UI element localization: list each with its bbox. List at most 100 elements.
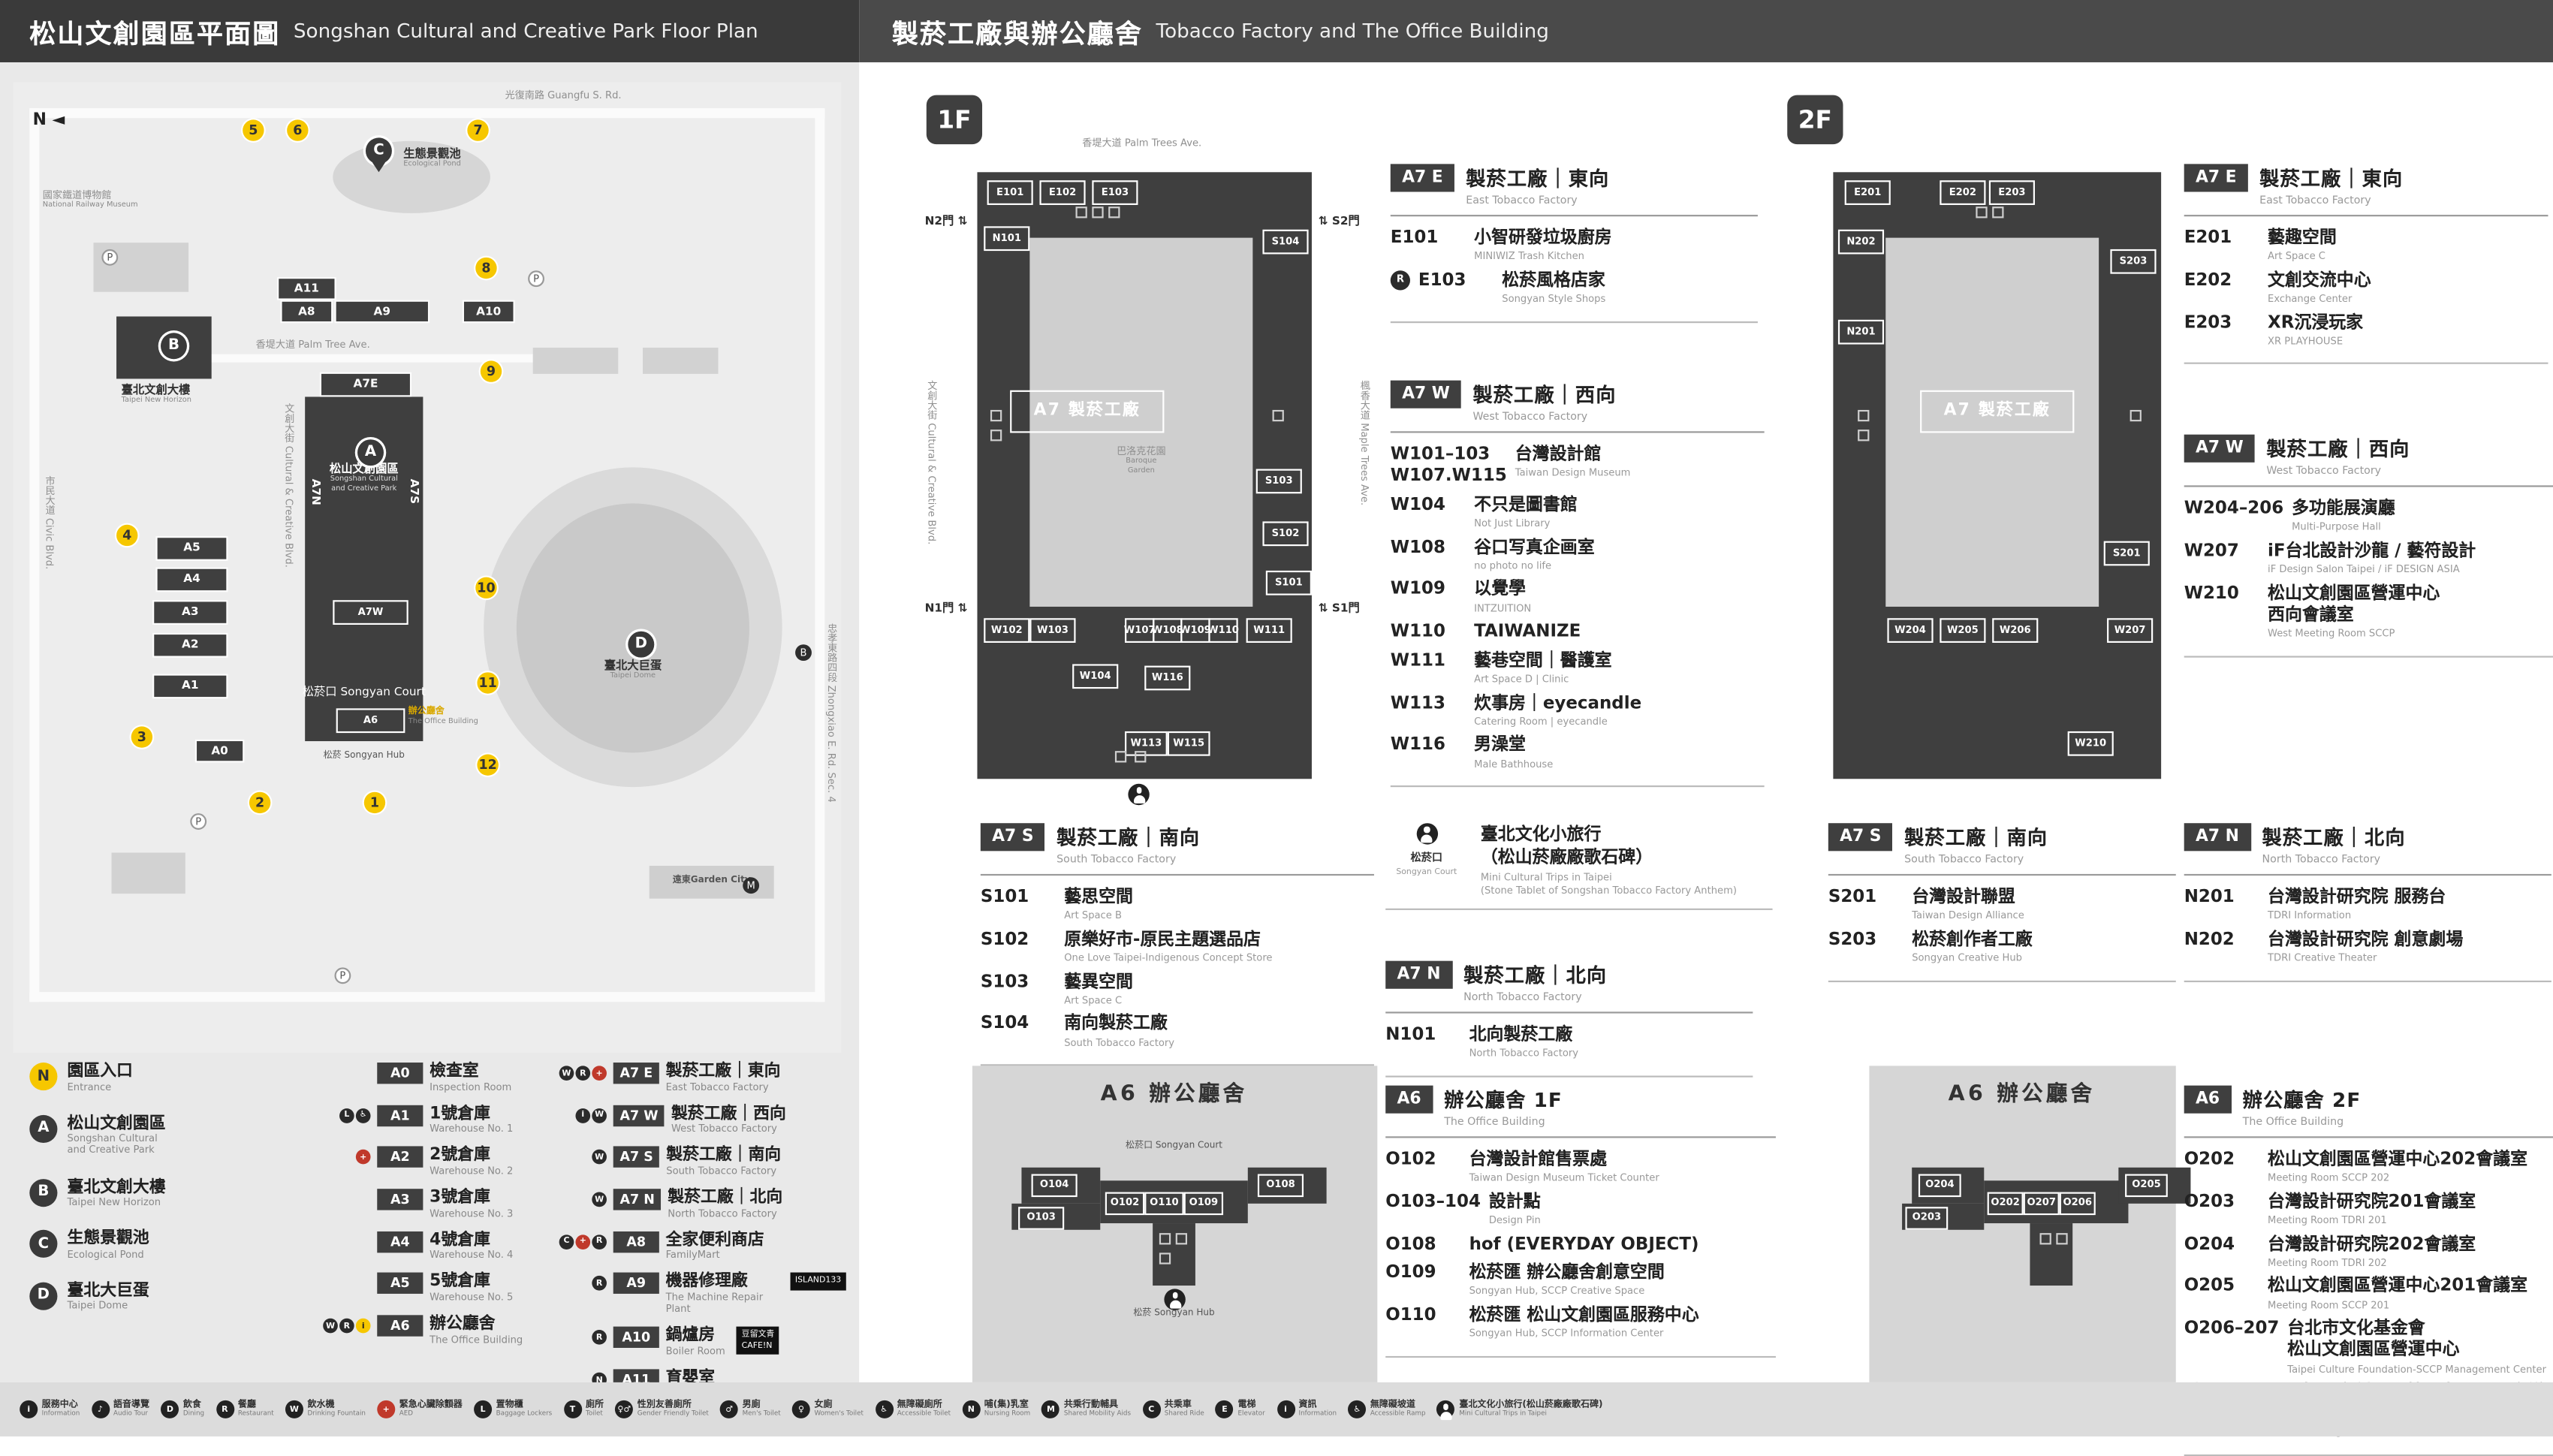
room-code: W116 [1390, 735, 1445, 755]
restaurant-icon: R [592, 1330, 607, 1346]
label-zh: 松菸 Songyan Hub [1133, 1308, 1215, 1319]
civic-blvd-label: 市民大道 Civic Blvd. [43, 475, 54, 569]
room-name-zh: 多功能展演廳 [2292, 498, 2395, 519]
room-code: E101 [1390, 228, 1439, 248]
label-zh: 松菸 Songyan Hub [323, 751, 405, 761]
legend-zh: 全家便利商店 [665, 1231, 764, 1250]
facility-icon [1108, 206, 1120, 219]
room-code: O205 [2184, 1276, 2235, 1297]
dining-icon: R [1390, 270, 1410, 291]
facility-icon [1092, 206, 1104, 219]
floor-1f-badge: 1F [926, 95, 983, 145]
box-O204: O204 [1918, 1174, 1961, 1198]
section-title-zh: 製菸工廠｜西向 [1472, 383, 1617, 407]
shape-blk [1247, 1167, 1327, 1204]
accessible-toilet-icon: ♿ [875, 1400, 894, 1418]
room-name-zh: XR沉浸玩家 [2268, 312, 2364, 333]
restaurant-icon: R [216, 1400, 234, 1418]
legend-code-A4: A4 [377, 1231, 423, 1253]
label-en: Taipei New Horizon [121, 397, 192, 406]
shared-ride-icon: C [1142, 1400, 1161, 1418]
room-name-zh: 藝巷空間｜醫護室 [1474, 650, 1612, 671]
room-name-en: Exchange Center [2268, 293, 2353, 306]
room-name-en: Songyan Hub, SCCP Information Center [1469, 1328, 1664, 1340]
room-code: S201 [1828, 887, 1877, 907]
legend-row-icons: W [551, 1147, 607, 1165]
legend-zh: 1號倉庫 [430, 1105, 490, 1123]
accessible-icon: ♿ [355, 1108, 371, 1123]
court-label-en: Songyan Court [1396, 867, 1457, 878]
section-title-zh: 製菸工廠｜南向 [1056, 826, 1201, 850]
legend-en: The Office Building [430, 1334, 523, 1346]
legend-en: Taipei New Horizon [67, 1197, 161, 1209]
box-E203: E203 [1988, 180, 2035, 205]
strip-label-zh: 餐廳 [237, 1400, 256, 1411]
box-W205: W205 [1940, 618, 1986, 644]
box-O207: O207 [2023, 1192, 2060, 1216]
mobility-aids-icon: M [1041, 1400, 1060, 1418]
facility-icon [990, 430, 1002, 442]
restaurant-icon: R [339, 1318, 354, 1334]
box-N201: N201 [1837, 319, 1885, 345]
legend-zh: 3號倉庫 [430, 1189, 490, 1207]
room-name-zh: 松山文創園區營運中心202會議室 [2268, 1149, 2528, 1169]
section-title-zh: 製菸工廠｜北向 [1463, 964, 1608, 987]
section-title-en: The Office Building [1444, 1114, 1545, 1129]
entrance-marker-10: 10 [475, 577, 497, 599]
room-name-en: Taiwan Design Museum [1515, 467, 1631, 479]
label-en: Songshan Cultural and Creative Park [330, 476, 398, 493]
shape-pond [333, 140, 490, 213]
legend-row-icons: R [551, 1274, 607, 1292]
facility-icon [1159, 1233, 1171, 1245]
toilet-icon: W [592, 1150, 607, 1165]
room-name-en: Meeting Room TDRI 201 [2268, 1214, 2387, 1227]
strip-label-zh: 飲水機 [307, 1400, 335, 1411]
legend-marker-B: B [29, 1178, 58, 1207]
songyan-court-section: 松菸口 Songyan Court 臺北文化小旅行 （松山菸廠廠歌石碑） Min… [1385, 823, 1773, 911]
songyan-court-icon-column: 松菸口 Songyan Court [1385, 823, 1467, 897]
strip-label-zh: 性別友善廁所 [637, 1400, 692, 1411]
room-name-zh: 松山文創園區營運中心201會議室 [2268, 1276, 2528, 1297]
right-title-zh: 製菸工廠與辦公廳舍 [891, 18, 1144, 50]
room-name-zh: 南向製菸工廠 [1064, 1014, 1168, 1034]
strip-label-zh: 臺北文化小旅行(松山菸廠廠歌石碑) [1459, 1400, 1603, 1411]
legend-code-A7 W: A7 W [613, 1105, 665, 1126]
label-zh: A7N [309, 478, 322, 505]
box-W111: W111 [1246, 618, 1292, 644]
entrance-marker-8: 8 [475, 257, 497, 279]
